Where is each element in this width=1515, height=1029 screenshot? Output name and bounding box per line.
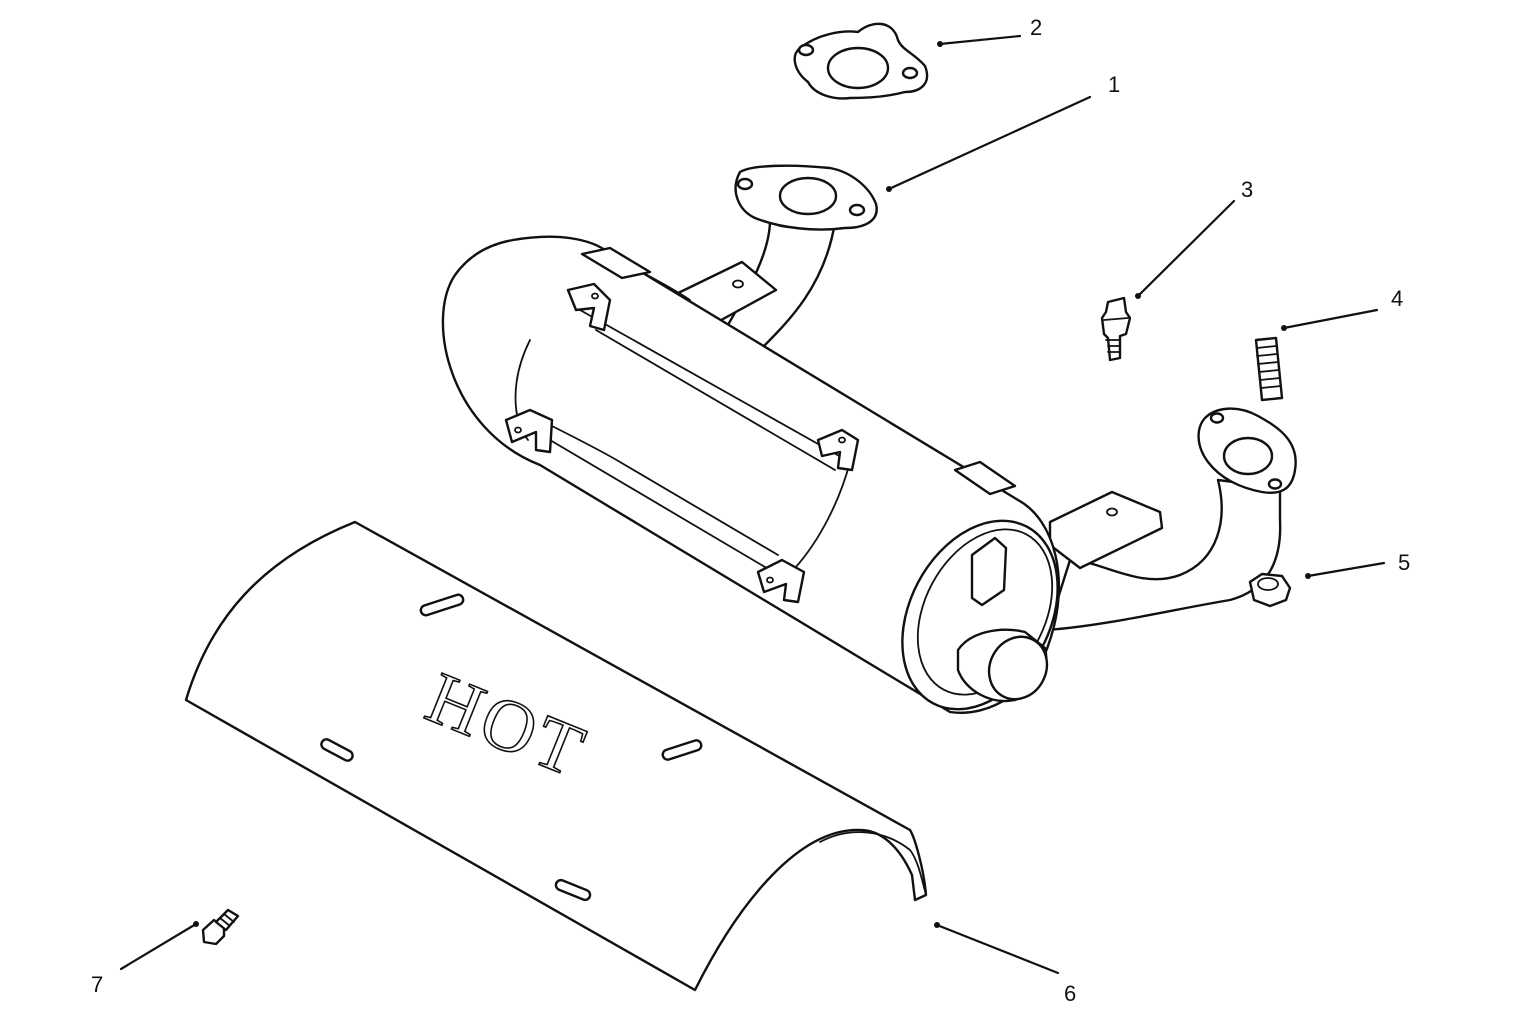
callout-5: 5: [1398, 550, 1410, 575]
callout-6: 6: [1064, 981, 1076, 1006]
callout-2: 2: [1030, 15, 1042, 40]
lower-exhaust-pipe: [1046, 407, 1297, 632]
leader-3: [1136, 199, 1236, 298]
leader-4: [1282, 308, 1379, 330]
callout-3: 3: [1241, 177, 1253, 202]
callout-7: 7: [91, 972, 103, 997]
leader-6: [935, 923, 1060, 975]
leader-lines: [119, 34, 1386, 975]
callout-1: 1: [1108, 72, 1120, 97]
muffler-body: [441, 235, 1061, 714]
upper-exhaust-pipe: [723, 164, 878, 352]
exhaust-gasket: [793, 22, 929, 100]
leader-5: [1306, 561, 1386, 578]
stud-part-4: [1254, 336, 1284, 402]
leader-1: [887, 95, 1092, 191]
callout-4: 4: [1391, 286, 1403, 311]
lower-mounting-bracket: [1048, 490, 1164, 570]
nut-part-5: [1248, 572, 1292, 608]
heat-shield: HOT: [184, 520, 928, 992]
screw-part-3: [1100, 296, 1132, 362]
leader-7: [119, 922, 198, 971]
screw-part-7: [201, 908, 240, 946]
callout-labels: 1 2 3 4 5 6 7: [91, 15, 1410, 1006]
leader-2: [938, 34, 1022, 46]
